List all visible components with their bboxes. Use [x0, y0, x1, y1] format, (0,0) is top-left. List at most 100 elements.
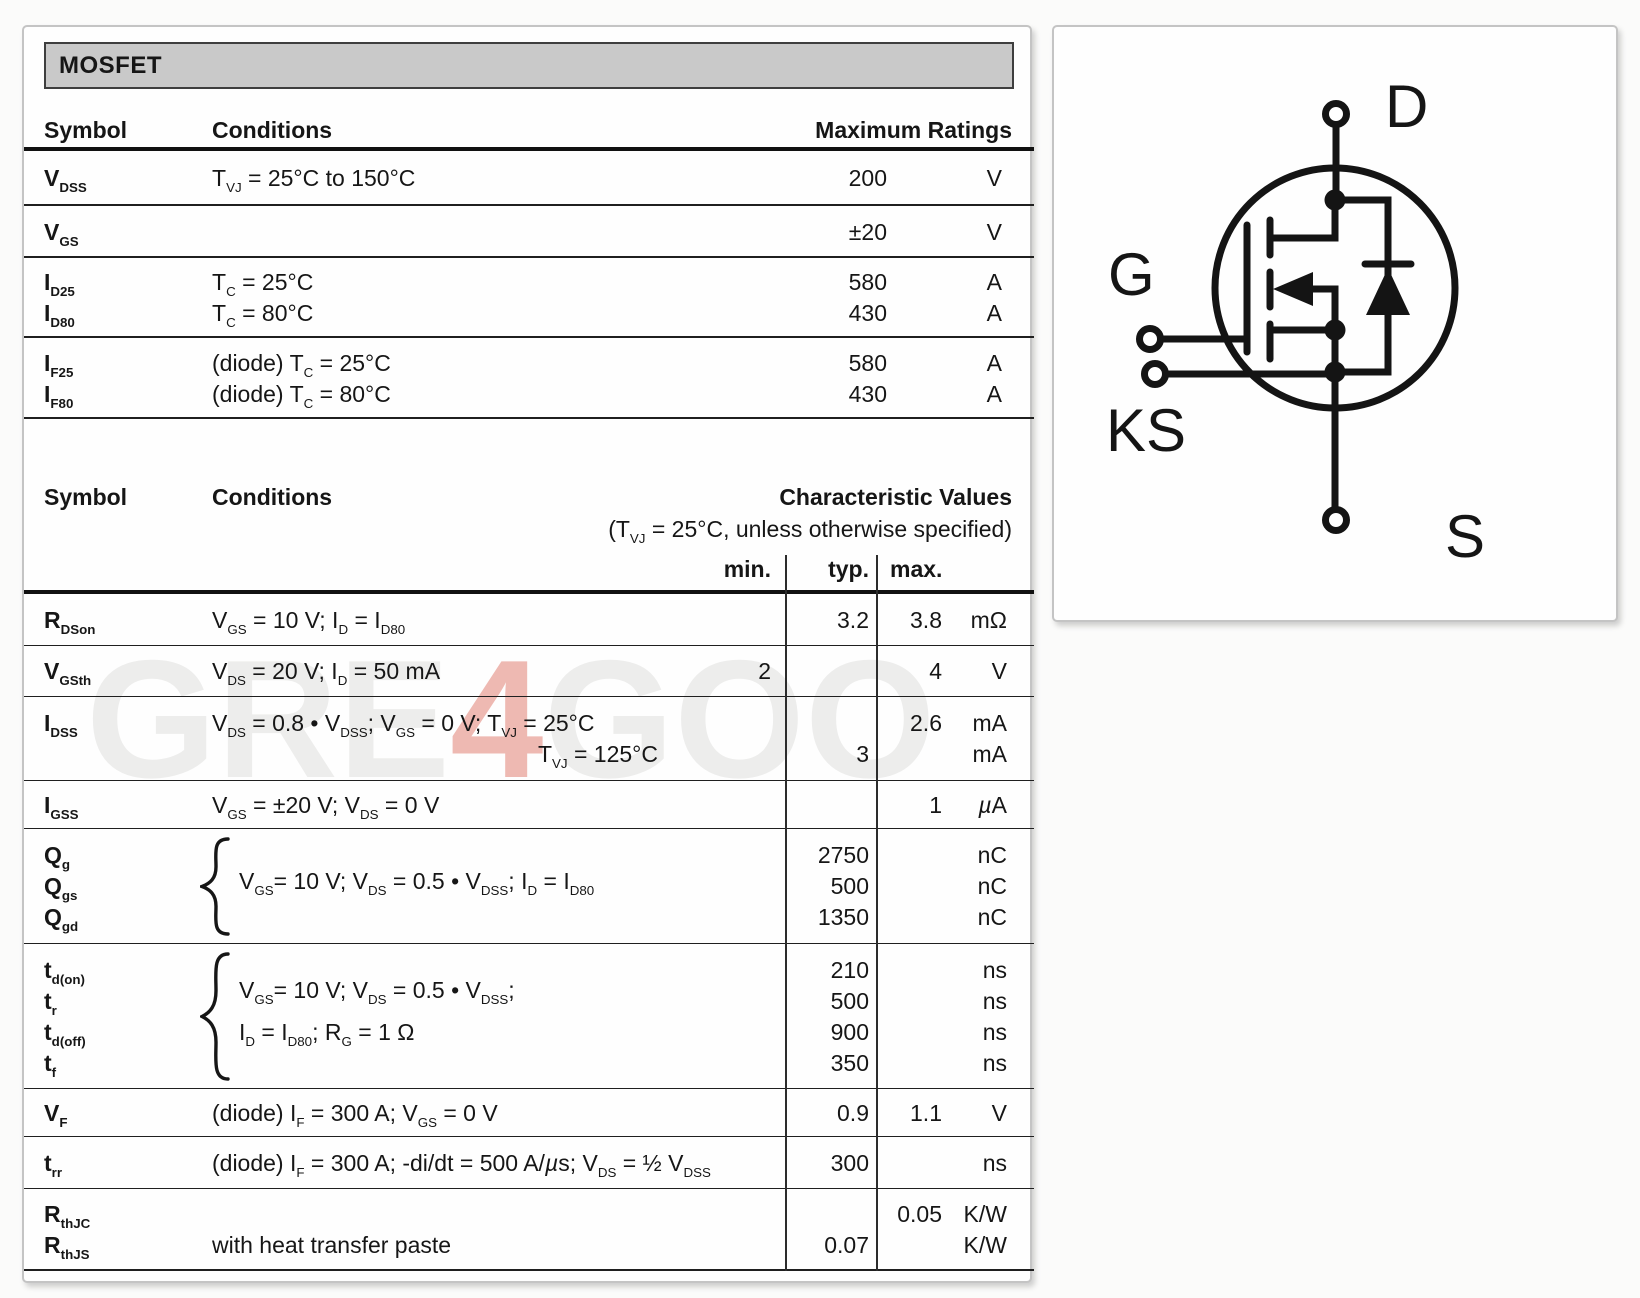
unit-cell: nC — [977, 842, 1007, 868]
symbol-cell: VGSth — [44, 658, 92, 688]
typ-value: 300 — [830, 1149, 869, 1176]
unit-cell: mA — [972, 741, 1008, 767]
conditions-cell: VDS = 0.8 • VDSS; VGS = 0 V; TVJ = 25°C — [212, 710, 595, 740]
symbol-cell: Qgd — [44, 904, 79, 934]
value-value: 580 — [848, 269, 887, 295]
conditions-cell: VGS = ±20 V; VDS = 0 V — [212, 791, 440, 822]
symbol-cell: IF25 — [44, 349, 74, 380]
body-arrow-lead — [1306, 285, 1339, 334]
typ-value: 0.9 — [837, 1099, 869, 1126]
mosfet-ratings-panel: GRE4GOO MOSFET Symbol Conditions Maximum… — [22, 25, 1034, 1283]
col-header-char-values: Characteristic Values — [779, 484, 1012, 510]
symbol-cell: Qg — [44, 842, 71, 872]
source-terminal — [1322, 506, 1350, 534]
section-title: MOSFET — [59, 51, 162, 79]
brace-icon — [200, 837, 230, 936]
conditions-cell: VDS = 20 V; ID = 50 mA — [212, 658, 441, 688]
value-value: 430 — [848, 380, 887, 407]
ratings-table-header: Symbol Conditions Maximum Ratings — [24, 115, 1034, 151]
brace-icon — [200, 952, 230, 1081]
typ-value: 0.07 — [824, 1232, 869, 1258]
unit-cell: V — [986, 218, 1002, 245]
unit-cell: A — [986, 380, 1002, 407]
unit-cell: ns — [982, 1149, 1007, 1176]
max-value: 4 — [929, 658, 942, 684]
conditions-cell: TC = 80°C — [212, 300, 314, 330]
unit-cell: nC — [977, 904, 1007, 930]
max-value: 0.05 — [897, 1201, 942, 1227]
value-value: 430 — [848, 300, 887, 326]
conditions-cell: TC = 25°C — [212, 269, 314, 299]
col-header-min: min. — [723, 556, 771, 582]
unit-cell: ns — [982, 1049, 1007, 1076]
gate-terminal — [1136, 325, 1164, 353]
symbol-cell: IGSS — [44, 791, 79, 822]
symbol-cell: td(off) — [44, 1018, 86, 1049]
unit-cell: V — [991, 1099, 1007, 1126]
symbol-cell: ID80 — [44, 300, 75, 330]
unit-cell: A — [986, 349, 1002, 376]
unit-cell: ns — [982, 987, 1007, 1014]
col-header-max: max. — [890, 556, 943, 582]
unit-cell: V — [986, 165, 1002, 191]
unit-cell: mΩ — [970, 606, 1007, 633]
junction-dot-top — [1324, 189, 1346, 211]
col-header-conditions: Conditions — [212, 484, 333, 510]
source-label: S — [1445, 503, 1485, 570]
brand-watermark: GRE4GOO — [86, 635, 936, 803]
conditions-cell: (diode) TC = 25°C — [212, 349, 391, 380]
table-row: trr (diode) IF = 300 A; -di/dt = 500 A/µs… — [24, 1137, 1034, 1189]
symbol-cell: IF80 — [44, 380, 74, 411]
conditions-cell: (diode) IF = 300 A; VGS = 0 V — [212, 1099, 498, 1130]
drain-terminal — [1322, 100, 1350, 128]
symbol-cell: tf — [44, 1049, 57, 1080]
unit-cell: K/W — [963, 1201, 1007, 1227]
symbol-cell: RthJS — [44, 1232, 90, 1262]
column-divider-min-typ — [785, 555, 787, 1271]
conditions-cell: (diode) IF = 300 A; -di/dt = 500 A/µs; V… — [212, 1149, 711, 1180]
max-value: 1.1 — [910, 1099, 942, 1126]
gate-label: G — [1108, 241, 1155, 308]
max-value: 2.6 — [910, 710, 942, 736]
watermark-accent: 4 — [450, 625, 544, 813]
typ-value: 900 — [830, 1018, 869, 1045]
kelvin-source-label: KS — [1106, 397, 1186, 464]
unit-cell: V — [991, 658, 1007, 684]
unit-cell: K/W — [963, 1232, 1007, 1258]
col-header-conditions: Conditions — [212, 117, 333, 143]
unit-cell: A — [986, 269, 1002, 295]
watermark-text: GOO — [543, 625, 936, 813]
conditions-cell: VGS = 10 V; ID = ID80 — [212, 606, 406, 637]
unit-cell: mA — [972, 710, 1008, 736]
col-header-symbol: Symbol — [44, 484, 128, 510]
col-header-symbol: Symbol — [44, 117, 128, 143]
symbol-cell: VF — [44, 1099, 68, 1130]
unit-cell: ns — [982, 1018, 1007, 1045]
junction-dot-mid — [1324, 319, 1346, 341]
max-value: 1 — [929, 791, 942, 818]
section-header-mosfet: MOSFET — [44, 42, 1014, 89]
symbol-cell: trr — [44, 1149, 63, 1180]
value-value: 200 — [848, 165, 887, 191]
symbol-cell: Qgs — [44, 873, 78, 903]
symbol-cell: td(on) — [44, 956, 85, 987]
symbol-cell: tr — [44, 987, 57, 1018]
typ-value: 3.2 — [837, 606, 869, 633]
typ-value: 500 — [830, 987, 869, 1014]
body-arrow-head — [1273, 272, 1313, 306]
typ-value: 210 — [830, 956, 869, 983]
drain-label: D — [1385, 73, 1428, 140]
conditions-cell: with heat transfer paste — [212, 1232, 452, 1258]
symbol-cell: RDSon — [44, 606, 96, 637]
typ-value: 350 — [830, 1049, 869, 1076]
value-value: 580 — [848, 349, 887, 376]
